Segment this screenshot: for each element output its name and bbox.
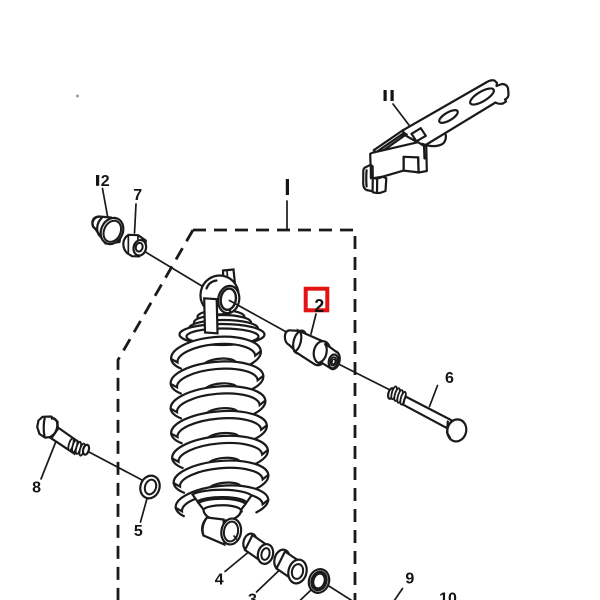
svg-text:8: 8: [32, 480, 41, 497]
svg-text:7: 7: [133, 187, 142, 204]
svg-text:2: 2: [101, 173, 110, 190]
svg-text:10: 10: [439, 591, 457, 600]
svg-text:9: 9: [405, 571, 414, 588]
svg-text:5: 5: [134, 523, 143, 540]
svg-text:2: 2: [314, 296, 324, 316]
svg-text:4: 4: [215, 572, 224, 589]
svg-text:3: 3: [248, 592, 257, 600]
svg-text:6: 6: [445, 370, 454, 387]
